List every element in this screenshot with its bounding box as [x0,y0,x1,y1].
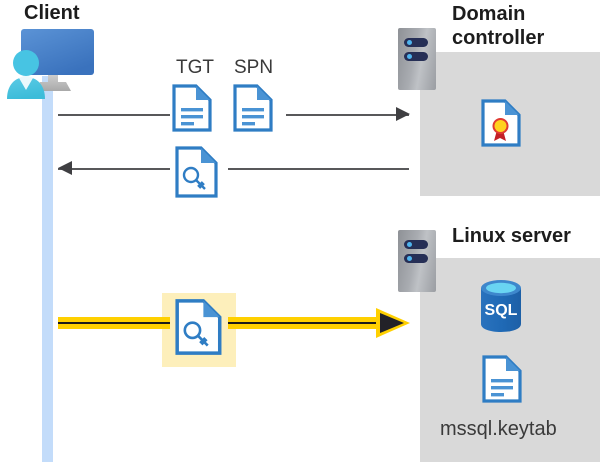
sql-database-text: SQL [485,302,518,319]
service-ticket-key-document-icon [175,298,223,356]
keytab-document-icon [482,355,522,403]
response-arrow-segment-left [58,168,170,170]
domain-controller-server-icon [398,28,436,90]
service-ticket-arrow-core-right [228,322,382,324]
spn-label: SPN [234,57,274,78]
client-label: Client [24,2,80,24]
request-arrow-segment-left [58,114,170,116]
response-arrowhead [58,161,72,175]
linux-server-label: Linux server [452,225,571,247]
domain-controller-label-line1: Domain [452,3,526,25]
certificate-document-icon [481,99,521,147]
client-lifeline [42,76,53,462]
domain-controller-label-line2: controller [452,26,545,49]
service-ticket-arrow-core-left [58,322,170,324]
tgt-text-document-icon [172,84,212,132]
key-document-icon [175,146,219,198]
domain-controller-label: Domain controller [452,3,592,50]
service-ticket-arrowhead-inner [380,313,404,333]
request-arrow-segment-right [286,114,409,116]
keytab-filename-label: mssql.keytab [440,418,557,440]
linux-server-server-icon [398,230,436,292]
response-arrow-segment-right [228,168,409,170]
user-with-monitor-icon [4,26,96,100]
sql-database-icon: SQL [478,279,524,333]
spn-text-document-icon [233,84,273,132]
request-arrowhead [396,107,410,121]
tgt-label: TGT [176,57,214,78]
